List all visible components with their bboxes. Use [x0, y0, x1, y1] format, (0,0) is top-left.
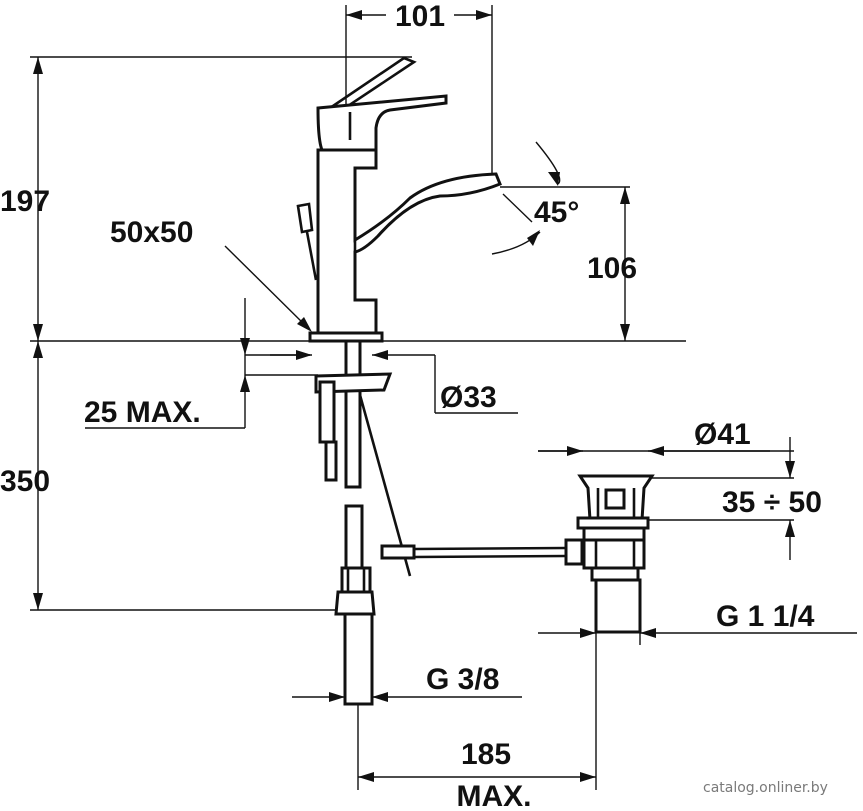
dim-drain-range: 35 ÷ 50 [722, 486, 822, 519]
dim-width-top: 101 [395, 0, 445, 33]
dim-max-thickness: 25 MAX. [84, 396, 201, 429]
dim-hole-diameter: Ø33 [440, 381, 497, 414]
drain-valve [576, 474, 655, 634]
dimension-labels: 101 197 50x50 45° 106 25 MAX. Ø33 350 Ø4… [0, 0, 828, 811]
dim-height-total: 197 [0, 185, 50, 218]
dim-offset-suffix: MAX. [457, 780, 532, 811]
dim-drain-thread: G 1 1/4 [716, 600, 815, 633]
watermark: catalog.onliner.by [703, 780, 828, 796]
dimension-lines [33, 10, 857, 782]
dim-base: 50x50 [110, 216, 193, 249]
dim-below-height: 350 [0, 465, 50, 498]
faucet-body [296, 56, 502, 343]
under-sink-parts [314, 339, 584, 706]
dim-supply-thread: G 3/8 [426, 663, 499, 696]
dim-angle: 45° [534, 196, 579, 229]
dim-spout-height: 106 [587, 252, 637, 285]
dim-drain-diameter: Ø41 [694, 418, 751, 451]
dim-offset: 185 [461, 738, 511, 771]
